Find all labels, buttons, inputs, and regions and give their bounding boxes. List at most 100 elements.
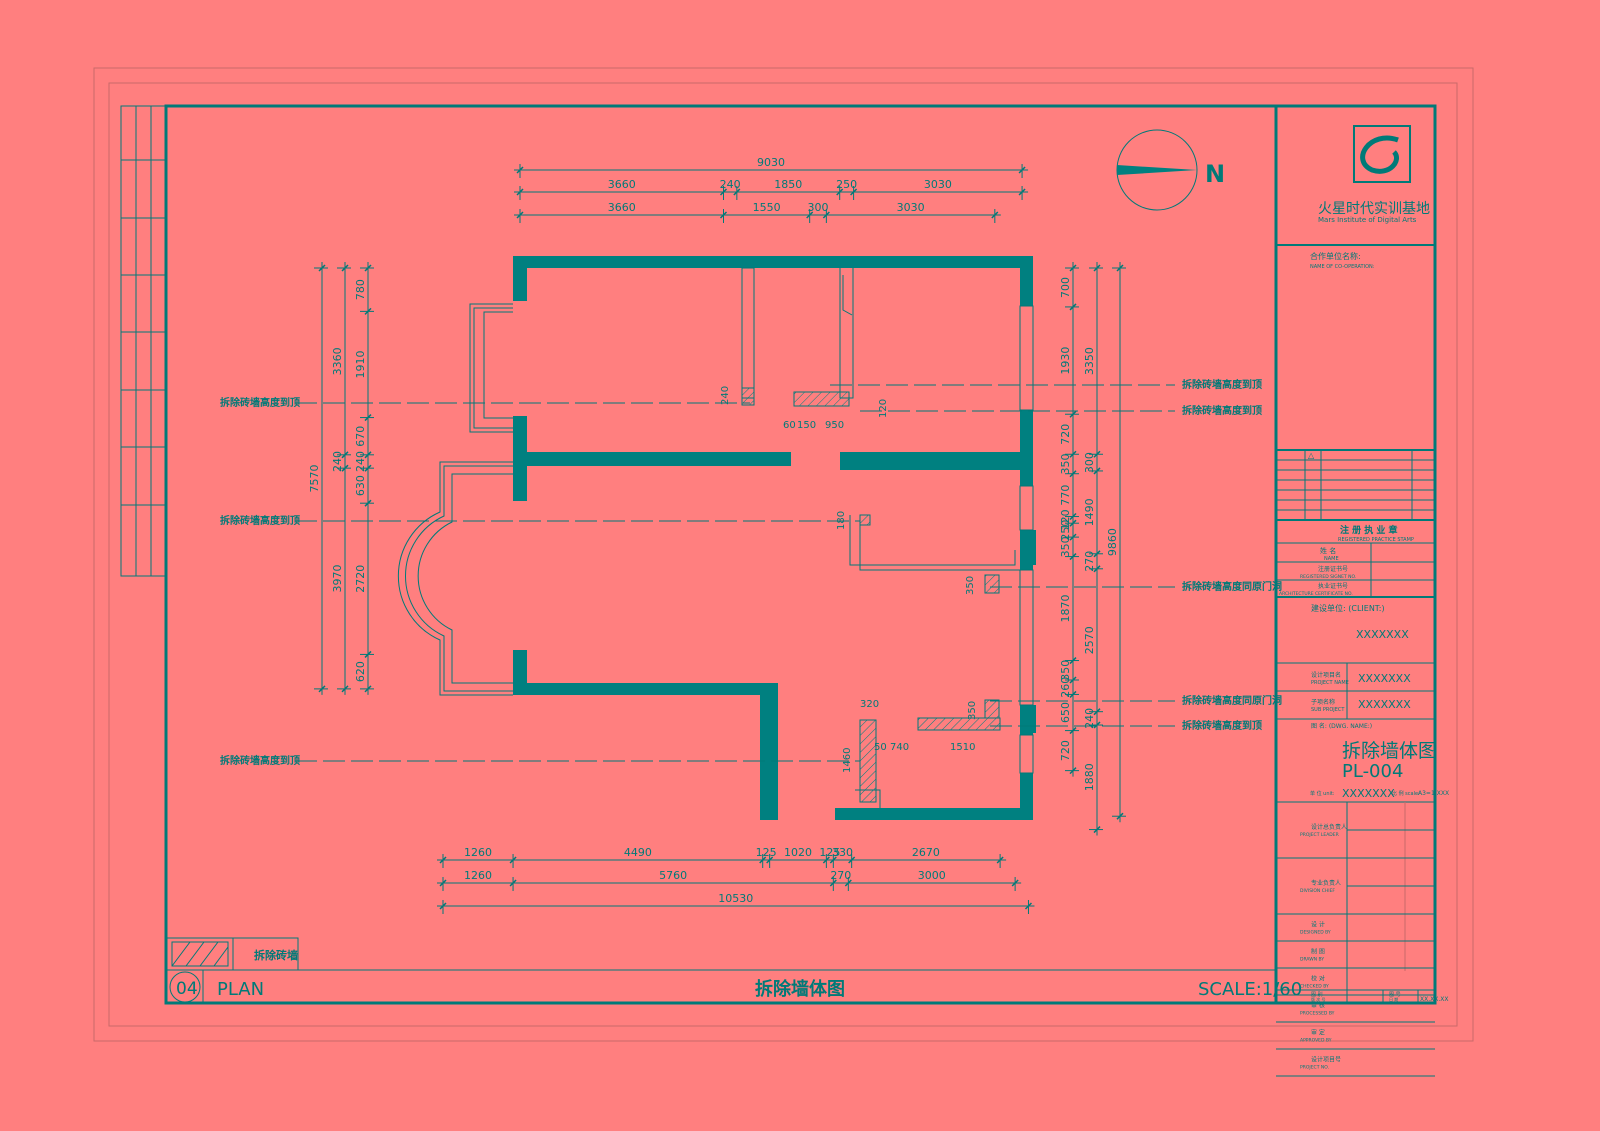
- plan-label: PLAN: [217, 979, 264, 1000]
- dim-value: 1930: [1059, 347, 1072, 375]
- dim-value: 330: [832, 846, 853, 859]
- dim-tick: [719, 188, 728, 196]
- annotation-right: 拆除砖墙高度到顶: [1182, 404, 1262, 417]
- hatch-legend-swatch: [171, 941, 229, 967]
- wall-bottom-right: [835, 808, 1033, 820]
- cert-no-label-en: ARCHITECTURE CERTIFICATE NO.: [1279, 591, 1353, 597]
- role-label: 校 对: [1311, 975, 1325, 983]
- dim-tick: [364, 464, 372, 472]
- interior-dim: 320: [860, 699, 879, 710]
- dim-tick: [1069, 519, 1077, 527]
- dim-tick: [1069, 767, 1077, 775]
- dim-tick: [439, 902, 447, 910]
- bottom-title-bar: 拆除砖墙 04 PLAN 拆除墙体图 SCALE:1/60: [165, 937, 1302, 1003]
- dim-value: 9860: [1106, 528, 1119, 556]
- dim-tick: [516, 188, 524, 196]
- dim-tick: [509, 879, 517, 887]
- interior-dim: 1510: [950, 742, 975, 753]
- legend-box: [165, 937, 299, 971]
- dim-tick: [1069, 727, 1077, 735]
- dim-tick: [341, 451, 349, 459]
- dim-value: 240: [1083, 708, 1096, 729]
- dim-tick: [1011, 879, 1019, 887]
- dim-value: 1260: [464, 846, 492, 859]
- dim-value: 9030: [757, 156, 785, 169]
- dim-tick: [1069, 264, 1077, 272]
- dim-tick: [733, 188, 741, 196]
- dim-value: 720: [1059, 740, 1072, 761]
- dim-tick: [364, 307, 372, 315]
- dim-value: 630: [354, 475, 367, 496]
- interior-dim: 950: [825, 420, 844, 431]
- main-frame: [164, 104, 1437, 1005]
- project-name-label-en: PROJECT NAME: [1311, 680, 1349, 686]
- dim-tick: [439, 856, 447, 864]
- dim-value: 2670: [912, 846, 940, 859]
- dim-tick: [364, 451, 372, 459]
- dim-value: 1490: [1083, 498, 1096, 526]
- dim-tick: [829, 879, 837, 887]
- cooperation-en: NAME OF CO-OPERATION:: [1310, 264, 1375, 270]
- dim-tick: [766, 856, 774, 864]
- dim-value: 3360: [331, 347, 344, 375]
- interior-dim: 350: [965, 576, 976, 595]
- wall-stub: [1020, 705, 1036, 733]
- title-block: 火星时代实训基地 Mars Institute of Digital Arts …: [1276, 125, 1449, 1077]
- annotation-right: 拆除砖墙高度到顶: [1182, 378, 1262, 391]
- role-label: 专业负责人: [1311, 879, 1341, 887]
- dim-tick: [364, 499, 372, 507]
- name-label-en: NAME: [1324, 556, 1339, 562]
- dim-tick: [759, 856, 767, 864]
- role-label: 制 图: [1311, 948, 1325, 956]
- scale-field-value: A3=1:XXX: [1418, 790, 1449, 797]
- dim-value: 260: [1059, 677, 1072, 698]
- role-label: 设 计: [1311, 921, 1325, 929]
- dim-value: 650: [1059, 702, 1072, 723]
- dim-tick: [996, 856, 1004, 864]
- title-block-drawing-no: PL-004: [1342, 761, 1403, 782]
- drawing-title: 拆除墙体图: [755, 978, 845, 1000]
- dim-tick: [1069, 553, 1077, 561]
- wall-mid-right: [840, 452, 1033, 470]
- dim-tick: [848, 856, 856, 864]
- dim-tick: [1018, 166, 1026, 174]
- annotation-left: 拆除砖墙高度到顶: [220, 754, 300, 767]
- annotation-right: 拆除砖墙高度到顶: [1182, 719, 1262, 732]
- stamp-title: 注 册 执 业 章: [1340, 524, 1398, 536]
- dim-value: 780: [354, 279, 367, 300]
- role-label: 审 核: [1311, 1002, 1325, 1010]
- outer-border: [93, 67, 1474, 1042]
- dim-value: 4490: [624, 846, 652, 859]
- dim-value: 1550: [753, 201, 781, 214]
- interior-dim: 180: [836, 511, 847, 530]
- dim-value: 3030: [924, 178, 952, 191]
- unit-value: XXXXXXX: [1342, 787, 1395, 800]
- dim-value: 240: [354, 451, 367, 472]
- interior-dim: 740: [890, 742, 909, 753]
- dim-tick: [836, 188, 844, 196]
- dwg-type-label: 图 别: [1311, 991, 1323, 998]
- dim-value: 270: [1083, 551, 1096, 572]
- north-label: N: [1205, 160, 1225, 188]
- dim-tick: [1116, 812, 1124, 820]
- dim-value: 300: [1083, 452, 1096, 473]
- dim-tick: [1116, 264, 1124, 272]
- dim-value: 120: [1059, 509, 1072, 530]
- dim-value: 3000: [918, 869, 946, 882]
- interior-dim: 150: [797, 420, 816, 431]
- company-name-en: Mars Institute of Digital Arts: [1318, 216, 1417, 224]
- bay-window-upper: [469, 303, 513, 433]
- dim-tick: [1069, 690, 1077, 698]
- dim-tick: [1024, 902, 1032, 910]
- dim-tick: [364, 685, 372, 693]
- dim-tick: [1093, 467, 1101, 475]
- interior-dim: 120: [878, 399, 889, 418]
- dim-tick: [806, 211, 814, 219]
- dim-value: 720: [1059, 424, 1072, 445]
- dim-chain-bottom_overall: 10530: [437, 892, 1035, 914]
- annotation-right: 拆除砖墙高度同原门洞: [1182, 580, 1282, 593]
- role-label: 设计项目号: [1311, 1056, 1341, 1064]
- wall-lower-horizontal: [513, 683, 772, 695]
